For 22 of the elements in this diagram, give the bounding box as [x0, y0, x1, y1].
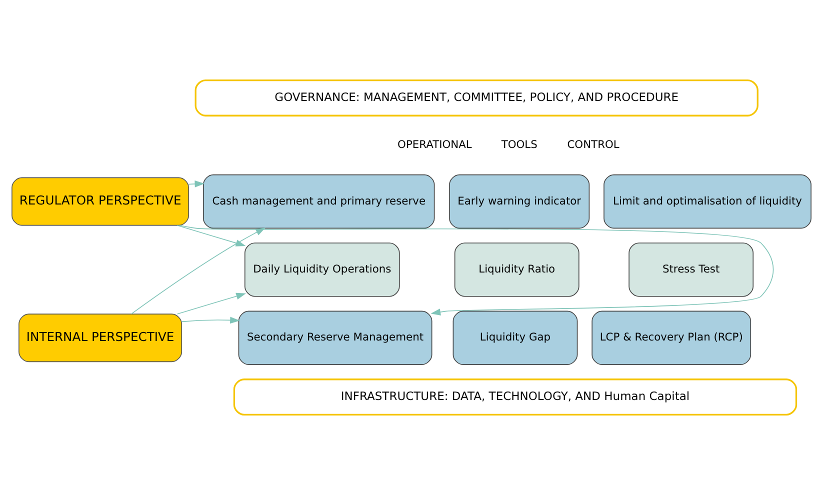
node-box: Cash management and primary reserve: [203, 174, 435, 229]
node-box: INFRASTRUCTURE: DATA, TECHNOLOGY, AND Human Capital: [233, 378, 798, 416]
arrow: [181, 316, 240, 324]
node-box: INTERNAL PERSPECTIVE: [18, 314, 182, 362]
arrow: [188, 180, 205, 188]
label: CONTROL: [567, 138, 620, 151]
node-box: REGULATOR PERSPECTIVE: [12, 177, 190, 226]
label: OPERATIONAL: [398, 138, 472, 151]
node-box: Secondary Reserve Management: [238, 310, 432, 365]
arrow: [176, 224, 246, 246]
arrow: [179, 224, 774, 316]
node-box: Stress Test: [628, 242, 754, 297]
node-box: GOVERNANCE: MANAGEMENT, COMMITTEE, POLICY, AND PROCEDURE: [194, 79, 758, 116]
label: TOOLS: [501, 138, 538, 151]
node-box: Early warning indicator: [449, 174, 590, 229]
node-box: Liquidity Gap: [452, 310, 578, 365]
node-box: LCP & Recovery Plan (RCP): [592, 310, 752, 365]
arrow: [176, 292, 246, 314]
node-box: Limit and optimalisation of liquidity: [604, 174, 812, 229]
arrow: [130, 228, 266, 314]
node-box: Daily Liquidity Operations: [244, 242, 400, 297]
node-box: Liquidity Ratio: [454, 242, 580, 297]
